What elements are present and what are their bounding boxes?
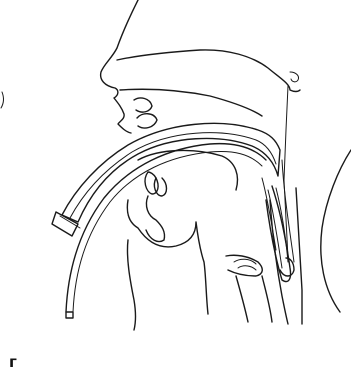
trachea-back <box>262 276 272 322</box>
epiglottis <box>154 178 166 196</box>
face-profile <box>101 0 138 133</box>
neck-front <box>127 240 135 330</box>
oral-tissue <box>146 196 165 242</box>
trachea-front <box>236 276 248 322</box>
tube-tip <box>66 312 73 318</box>
edge-mark <box>1 92 3 108</box>
panel-label: г <box>9 355 17 370</box>
lower-teeth <box>137 114 157 128</box>
nasal-hook <box>290 72 299 82</box>
head-back <box>321 150 351 312</box>
spine-back <box>296 188 302 324</box>
nasal-cavity <box>117 50 300 92</box>
pharynx-wall <box>127 200 208 314</box>
tongue <box>138 150 237 190</box>
upper-teeth <box>134 98 152 112</box>
vocal-cords <box>234 259 256 270</box>
spine-front <box>270 200 288 324</box>
laryngoscope-outer <box>62 123 280 222</box>
